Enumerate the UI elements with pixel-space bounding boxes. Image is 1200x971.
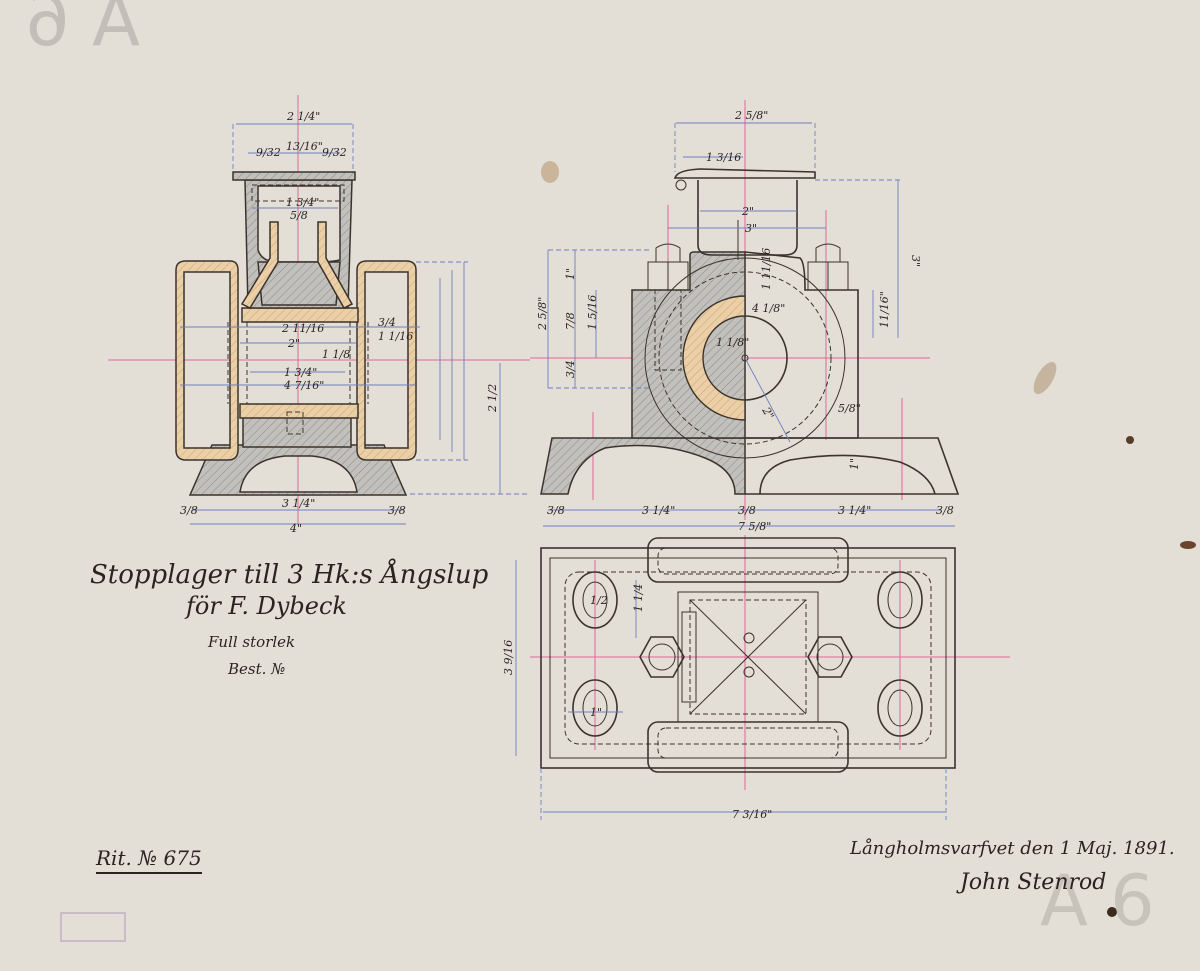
dim-label: 1" <box>848 458 861 470</box>
dim-label: 1" <box>590 706 602 719</box>
dim-label: 7/8 <box>564 312 577 330</box>
dim-label: 2 5/8" <box>536 297 549 331</box>
dim-label: 4 1/8" <box>751 302 785 315</box>
dim-label: 3/4 <box>564 360 577 378</box>
bolt-left <box>647 243 689 371</box>
dim-label: 1 11/16 <box>760 248 773 290</box>
dim-label: 4" <box>289 522 302 535</box>
dim-label: 3 1/4" <box>838 504 871 517</box>
dim-label: 1" <box>564 268 577 280</box>
dim-label: 3/4 <box>378 316 396 329</box>
dim-label: 3" <box>909 255 922 267</box>
dim-label: 3/8 <box>738 504 756 517</box>
dim-label: 3 1/4" <box>642 504 675 517</box>
dim-label: 3/8 <box>180 504 198 517</box>
dim-label: 1 3/4" <box>286 196 319 209</box>
dim-label: 7 3/16" <box>732 808 772 821</box>
dim-label: 2 5/8" <box>734 109 768 122</box>
svg-text:A 6: A 6 <box>25 0 140 62</box>
dim-label: 5/8" <box>838 402 861 415</box>
dim-label: 3/8 <box>936 504 954 517</box>
dim-label: 1 1/16 <box>378 330 413 343</box>
dim-label: 3" <box>745 222 757 235</box>
dim-label: 9/32 <box>322 146 347 159</box>
dim-label: 11/16" <box>878 291 891 328</box>
dim-label: 2 11/16 <box>281 322 324 335</box>
dim-label: 3 1/4" <box>282 497 315 510</box>
dim-label: 1 3/4" <box>284 366 317 379</box>
dim-label: 3/8 <box>388 504 406 517</box>
dim-label: 7 5/8" <box>738 520 771 533</box>
dim-label: 5/8 <box>290 209 308 222</box>
svg-text:A 6: A 6 <box>1040 860 1155 942</box>
drawing-number: Rit. № 675 <box>96 846 202 874</box>
dim-label: 4 7/16" <box>283 379 324 392</box>
archive-stamp <box>60 912 126 942</box>
drawing-title: Stopplager till 3 Hk:s Ångslup <box>90 560 489 590</box>
dim-label: 2" <box>287 337 300 350</box>
dim-label: 3/8 <box>547 504 565 517</box>
dim-label: 1/2 <box>590 594 608 607</box>
drawing-scale: Full storlek <box>208 633 296 651</box>
dim-label: 1 1/4 <box>632 584 645 612</box>
dim-label: 1 5/16 <box>586 295 599 330</box>
plan-view: 1 1/4 1/2 1" 3 9/16 7 3/16" <box>502 535 1010 821</box>
dim-label: 1 1/8 <box>322 348 350 361</box>
dim-label: 2" <box>759 404 777 422</box>
nut-left <box>639 636 685 678</box>
dim-label: 2" <box>741 205 754 218</box>
dim-label: 2 1/2 <box>486 384 499 413</box>
dim-label: 9/32 <box>256 146 281 159</box>
nut-right <box>807 636 853 678</box>
bolt-holes <box>572 571 923 737</box>
side-half-section-view: 2 5/8" 1 3/16 2" 3" 1" 2 5/8" 7/8 1 5/16… <box>530 100 960 533</box>
dim-label: 13/16" <box>286 140 323 153</box>
paper-stains: A 6 A 6 <box>25 0 1196 942</box>
order-number: Best. № <box>228 660 286 678</box>
dim-label: 1 1/8" <box>716 336 749 349</box>
drawing-client: för F. Dybeck <box>186 592 347 620</box>
signature: John Stenrod <box>960 870 1107 895</box>
place-date: Långholmsvarfvet den 1 Maj. 1891. <box>850 838 1175 859</box>
dim-label: 2 1/4" <box>286 110 320 123</box>
dim-label: 3 9/16 <box>502 640 515 675</box>
dim-label: 1 3/16 <box>706 151 741 164</box>
bolt-right <box>807 243 849 291</box>
front-section-view: 2 1/4" 13/16" 9/32 9/32 1 3/4" 5/8 2 11/… <box>108 95 530 535</box>
